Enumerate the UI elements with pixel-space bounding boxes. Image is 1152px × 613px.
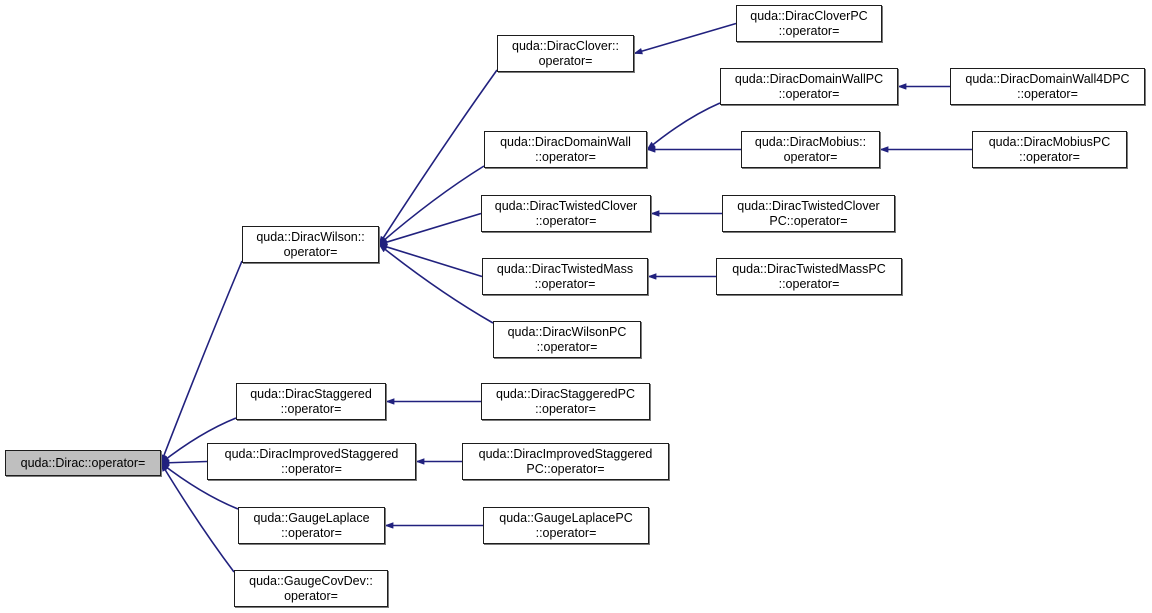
- graph-node-dirac_twisted_mass[interactable]: quda::DiracTwistedMass ::operator=: [482, 258, 648, 295]
- graph-node-dirac_wilson_pc[interactable]: quda::DiracWilsonPC ::operator=: [493, 321, 641, 358]
- edge-dirac_domain_wall_pc-to-dirac_domain_wall: [646, 102, 721, 151]
- graph-node-gauge_cov_dev[interactable]: quda::GaugeCovDev:: operator=: [234, 570, 388, 607]
- edge-dirac_clover-to-dirac_wilson: [378, 69, 498, 246]
- edge-dirac_clover_pc-to-dirac_clover: [633, 22, 737, 55]
- edge-dirac_wilson-to-dirac: [160, 260, 243, 464]
- graph-node-dirac_staggered[interactable]: quda::DiracStaggered ::operator=: [236, 383, 386, 420]
- graph-node-dirac_wilson[interactable]: quda::DiracWilson:: operator=: [242, 226, 379, 263]
- graph-node-dirac_domain_wall_pc[interactable]: quda::DiracDomainWallPC ::operator=: [720, 68, 898, 105]
- graph-node-dirac_staggered_pc[interactable]: quda::DiracStaggeredPC ::operator=: [481, 383, 650, 420]
- graph-node-dirac_clover_pc[interactable]: quda::DiracCloverPC ::operator=: [736, 5, 882, 42]
- graph-node-dirac_twisted_clover_pc[interactable]: quda::DiracTwistedClover PC::operator=: [722, 195, 895, 232]
- graph-node-dirac_mobius[interactable]: quda::DiracMobius:: operator=: [741, 131, 880, 168]
- graph-node-dirac[interactable]: quda::Dirac::operator=: [5, 450, 161, 476]
- edge-dirac_twisted_mass-to-dirac_wilson: [378, 243, 483, 278]
- graph-node-gauge_laplace[interactable]: quda::GaugeLaplace ::operator=: [238, 507, 385, 544]
- graph-node-dirac_improved_staggered_pc[interactable]: quda::DiracImprovedStaggered PC::operato…: [462, 443, 669, 480]
- edge-dirac_wilson_pc-to-dirac_wilson: [378, 243, 494, 324]
- edge-dirac_domain_wall-to-dirac_wilson: [378, 165, 485, 246]
- edge-group: [160, 22, 972, 573]
- graph-node-dirac_domain_wall[interactable]: quda::DiracDomainWall ::operator=: [484, 131, 647, 168]
- graph-node-dirac_twisted_clover[interactable]: quda::DiracTwistedClover ::operator=: [481, 195, 651, 232]
- graph-node-gauge_laplace_pc[interactable]: quda::GaugeLaplacePC ::operator=: [483, 507, 649, 544]
- edge-dirac_improved_staggered-to-dirac: [160, 459, 208, 466]
- graph-node-dirac_twisted_mass_pc[interactable]: quda::DiracTwistedMassPC ::operator=: [716, 258, 902, 295]
- graph-node-dirac_clover[interactable]: quda::DiracClover:: operator=: [497, 35, 634, 72]
- graph-node-dirac_domain_wall_4dpc[interactable]: quda::DiracDomainWall4DPC ::operator=: [950, 68, 1145, 105]
- edge-dirac_twisted_clover-to-dirac_wilson: [378, 212, 482, 246]
- graph-node-dirac_mobius_pc[interactable]: quda::DiracMobiusPC ::operator=: [972, 131, 1127, 168]
- graph-node-dirac_improved_staggered[interactable]: quda::DiracImprovedStaggered ::operator=: [207, 443, 416, 480]
